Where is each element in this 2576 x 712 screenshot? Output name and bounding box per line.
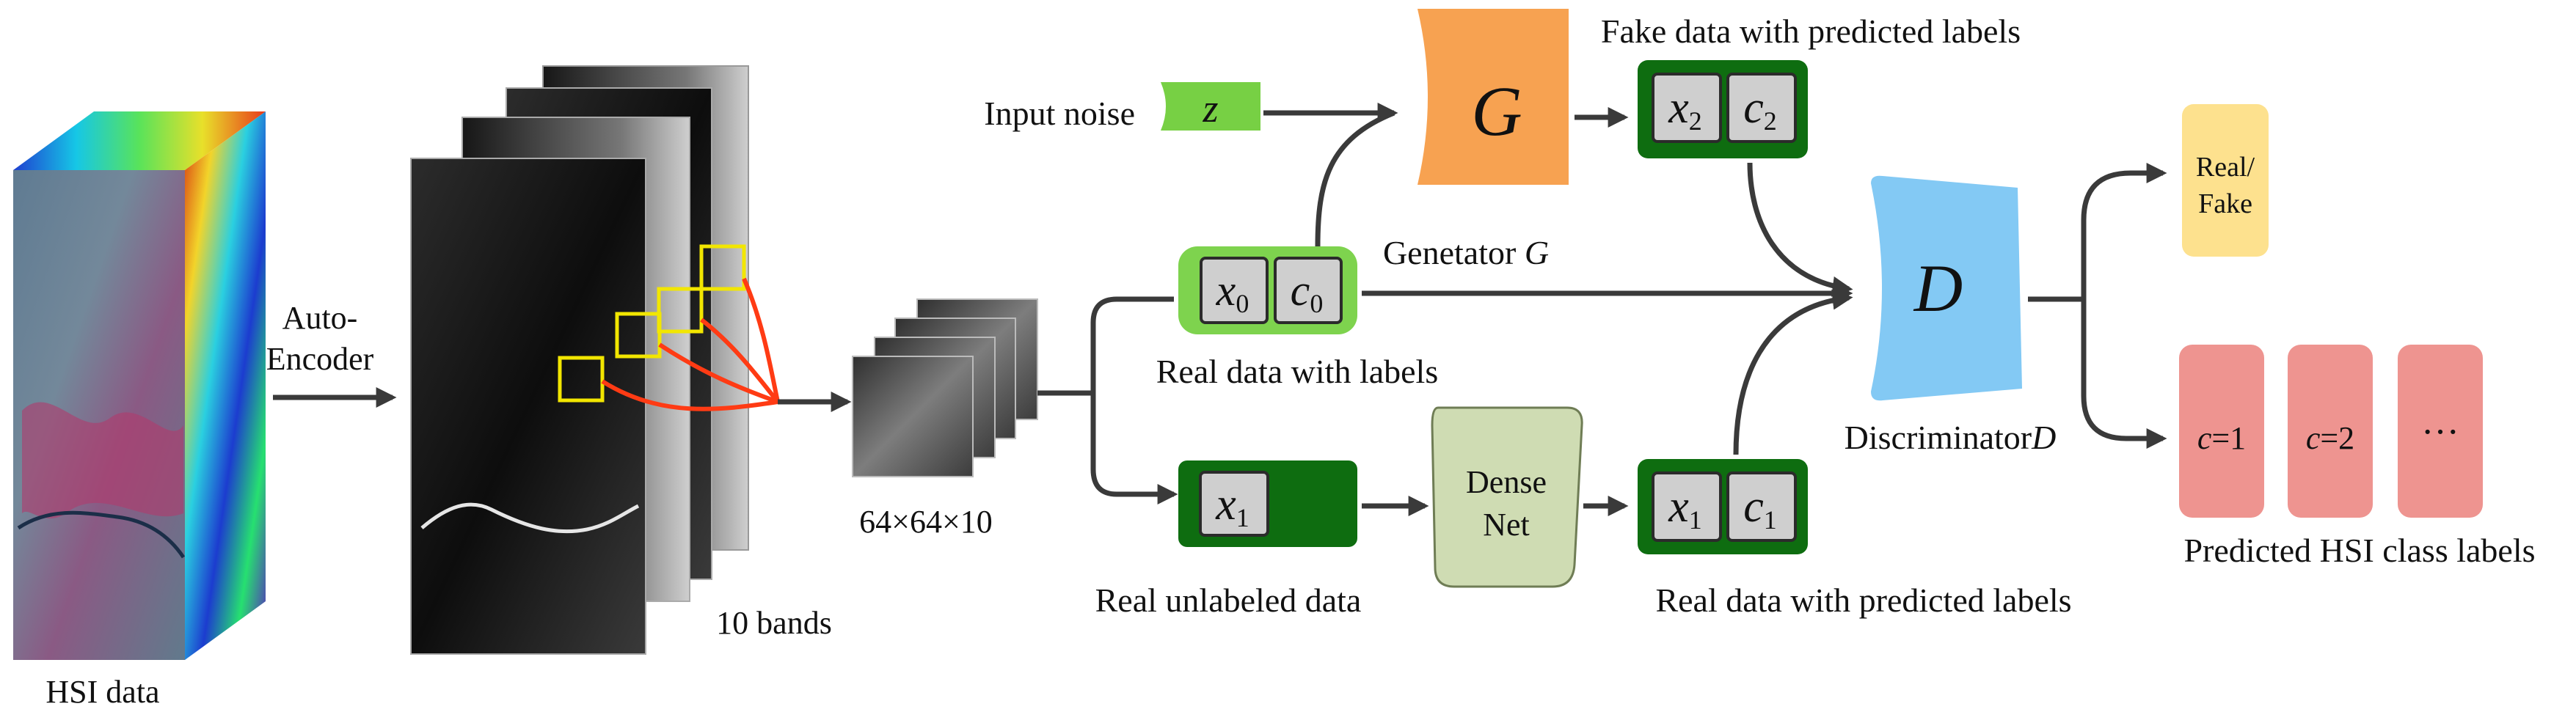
real-x0-box — [1200, 257, 1269, 324]
discriminator-to-realfake-arrow — [2081, 163, 2167, 299]
discriminator-block — [1871, 175, 2022, 401]
real-labeled-label: Real data with labels — [1156, 353, 1439, 390]
band-stack — [410, 65, 852, 655]
class-1-label: c=1 — [2197, 420, 2246, 456]
discriminator-caption: DiscriminatorD — [1845, 419, 2057, 456]
labeled-to-generator-curve — [1315, 110, 1395, 247]
hsi-cube-river — [17, 510, 186, 559]
densenet-label-2: Net — [1483, 507, 1530, 543]
band-highlight-box-1 — [558, 356, 605, 403]
pred-x1-cell: x1 — [1652, 471, 1722, 542]
noise-z-symbol: z — [1202, 87, 1218, 131]
band-layer-front — [410, 158, 646, 655]
real-x1-box — [1199, 471, 1269, 537]
input-noise-label: Input noise — [984, 95, 1135, 132]
patch-branch-lower — [1090, 393, 1178, 504]
band-extract-line-3 — [700, 318, 780, 403]
discriminator-to-classes-arrow — [2081, 299, 2167, 449]
class-box-2 — [2288, 345, 2373, 518]
class-2-label: c=2 — [2306, 420, 2354, 456]
pred-x1-box — [1652, 471, 1722, 542]
densenet-block — [1431, 406, 1583, 588]
real-c0-cell: c0 — [1274, 257, 1343, 324]
pred-c1-text: c1 — [1743, 482, 1777, 535]
band-white-river — [420, 502, 640, 534]
predicted-classes-label: Predicted HSI class labels — [2183, 532, 2535, 569]
predicted-to-discriminator-arrow — [1733, 289, 1853, 455]
class-box-1 — [2179, 345, 2264, 518]
real-fake-label-2: Fake — [2198, 188, 2252, 219]
real-x1-cell: x1 — [1199, 471, 1269, 537]
pred-c1-cell: c1 — [1726, 471, 1797, 542]
hsi-data-label: HSI data — [45, 674, 159, 710]
patch-stack — [852, 298, 1038, 477]
real-fake-box — [2182, 104, 2269, 257]
generator-caption: Genetator G — [1383, 234, 1549, 271]
real-x1-text: x1 — [1215, 480, 1249, 532]
fake-data-label: Fake data with predicted labels — [1601, 12, 2021, 50]
auto-encoder-label-1: Auto- — [282, 300, 358, 336]
pred-c1-box — [1726, 471, 1797, 542]
hsi-cube-top — [13, 111, 266, 170]
fake-x2-box — [1652, 73, 1722, 143]
band-extract-line-1 — [601, 379, 778, 411]
patch-branch-upper — [1037, 296, 1174, 396]
fake-c2-text: c2 — [1743, 83, 1777, 136]
hsi-cube — [13, 111, 266, 660]
band-highlight-box-2 — [615, 312, 662, 359]
band-extract-line-2 — [658, 342, 779, 404]
band-highlight-box-3 — [657, 287, 704, 334]
fake-c2-cell: c2 — [1726, 73, 1797, 143]
fake-c2-box — [1726, 73, 1797, 143]
fake-x2-text: x2 — [1668, 83, 1702, 136]
real-x0-text: x0 — [1216, 266, 1249, 318]
band-highlight-box-4 — [699, 244, 746, 291]
class-box-more — [2398, 345, 2483, 518]
pred-x1-text: x1 — [1668, 482, 1702, 535]
ten-bands-label: 10 bands — [716, 605, 832, 641]
fake-to-discriminator-arrow — [1747, 162, 1853, 297]
real-x0-cell: x0 — [1200, 257, 1269, 324]
discriminator-letter: D — [1913, 251, 1963, 326]
hsi-cube-red-regions — [22, 402, 183, 519]
patch-size-label: 64×64×10 — [859, 504, 993, 540]
real-c0-box — [1274, 257, 1343, 324]
densenet-label-1: Dense — [1466, 464, 1547, 500]
real-predicted-label: Real data with predicted labels — [1655, 581, 2071, 619]
band-extract-line-4 — [742, 277, 780, 403]
generator-letter: G — [1471, 72, 1522, 150]
class-more-label: ··· — [2421, 411, 2459, 453]
hsi-cube-side — [185, 111, 266, 660]
real-fake-label-1: Real/ — [2196, 152, 2255, 183]
fake-x2-cell: x2 — [1652, 73, 1722, 143]
real-c0-text: c0 — [1291, 266, 1324, 318]
real-unlabeled-label: Real unlabeled data — [1095, 581, 1362, 619]
noise-z-box — [1161, 82, 1260, 131]
auto-encoder-label-2: Encoder — [266, 341, 374, 377]
generator-block — [1417, 9, 1569, 185]
patch-layer-1 — [852, 356, 974, 477]
